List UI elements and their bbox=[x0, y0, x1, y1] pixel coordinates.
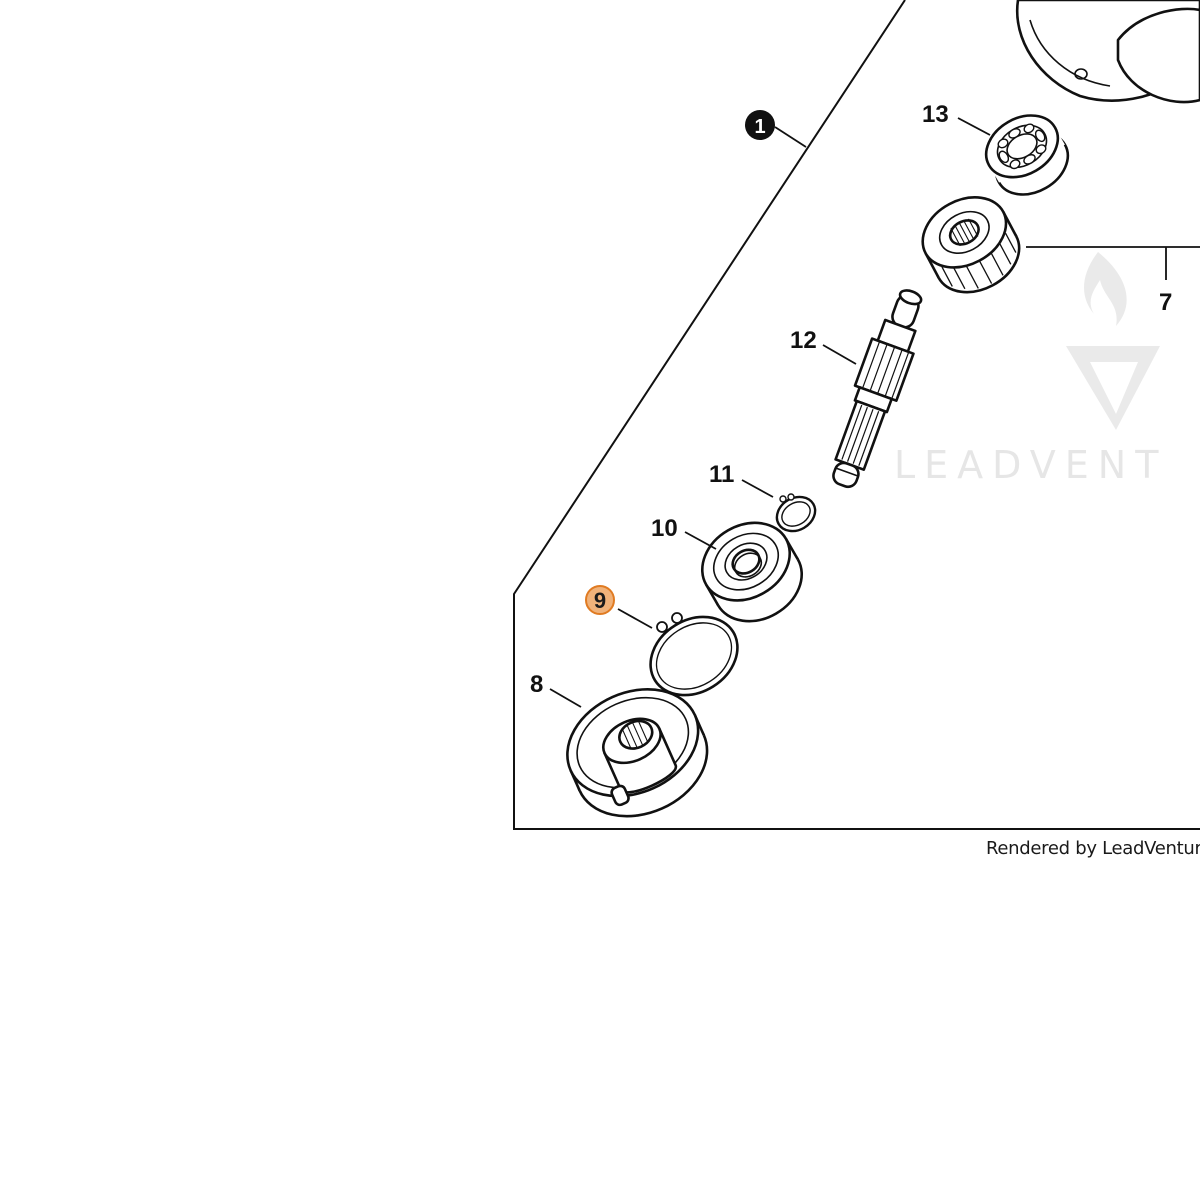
callout-10[interactable]: 10 bbox=[651, 515, 717, 550]
part-12-splined-shaft bbox=[832, 289, 923, 489]
callout-11[interactable]: 11 bbox=[709, 461, 774, 498]
gear-housing bbox=[1015, 0, 1200, 104]
callout-12-label: 12 bbox=[790, 327, 817, 354]
callout-13-label: 13 bbox=[922, 101, 949, 128]
callout-8-label: 8 bbox=[530, 671, 543, 698]
flame-icon bbox=[1084, 252, 1127, 326]
callout-13[interactable]: 13 bbox=[922, 101, 991, 136]
assembly-marker-label: 1 bbox=[754, 116, 765, 138]
callout-11-label: 11 bbox=[709, 461, 734, 488]
part-7-drive-gear bbox=[921, 196, 1021, 294]
callout-7-label: 7 bbox=[1159, 289, 1172, 316]
watermark-logo: LEADVENT bbox=[894, 252, 1167, 487]
part-11-snap-ring bbox=[775, 493, 817, 533]
v-mark-icon bbox=[1066, 346, 1160, 430]
callout-9-highlighted[interactable]: 9 bbox=[585, 585, 653, 629]
callout-7[interactable]: 7 bbox=[1026, 246, 1200, 316]
part-13-roller-bearing bbox=[984, 114, 1070, 196]
part-8-bearing-housing bbox=[566, 687, 709, 818]
callout-8[interactable]: 8 bbox=[530, 671, 582, 708]
render-credit: Rendered by LeadVenture, bbox=[986, 838, 1200, 859]
callout-9-label: 9 bbox=[594, 588, 606, 613]
callout-12[interactable]: 12 bbox=[790, 327, 857, 365]
callout-10-label: 10 bbox=[651, 515, 678, 542]
callout-9-highlight-badge bbox=[585, 585, 615, 615]
assembly-boundary bbox=[513, 0, 1200, 830]
assembly-marker: 1 bbox=[745, 110, 807, 148]
part-9-retaining-ring bbox=[649, 612, 739, 697]
watermark-text: LEADVENT bbox=[894, 443, 1167, 487]
part-10-ball-bearing bbox=[700, 521, 804, 623]
